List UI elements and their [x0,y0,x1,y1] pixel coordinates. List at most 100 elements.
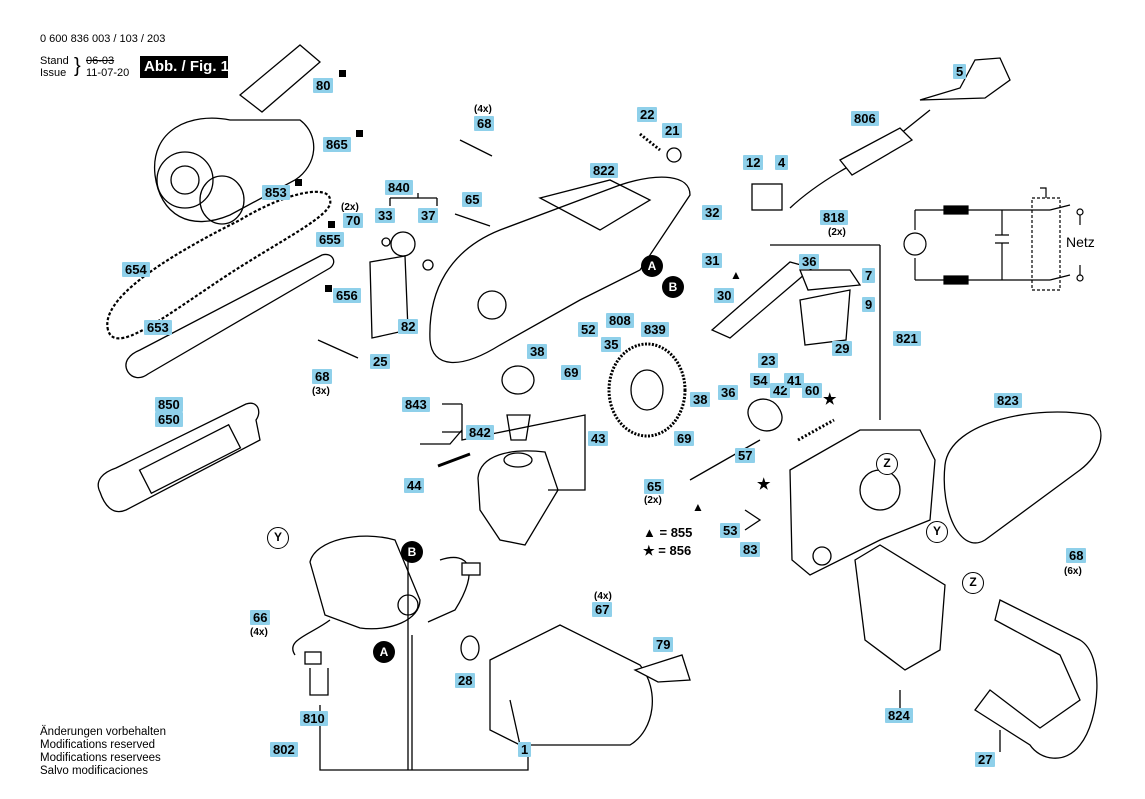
part-label-654: 654 [122,262,150,277]
figure-badge: Abb. / Fig. 1 [140,56,228,78]
part-label-31: 31 [702,253,723,268]
part-label-5: 5 [953,64,967,79]
armature-810 [309,535,421,630]
part-label-35: 35 [601,337,622,352]
connector-a [304,651,322,665]
part-label-22: 22 [637,107,658,122]
chain-guard-cover [238,44,321,113]
part-label-653: 653 [144,320,172,335]
triangle-marker-lever: ▲ [692,500,704,514]
ref-marker-a-lower: A [373,641,395,663]
part-label-60: 60 [802,383,823,398]
housing-822 [429,176,691,364]
part-label-25: 25 [370,354,391,369]
cable-sleeve-806 [839,127,914,176]
filter-842 [506,414,531,441]
part-label-37: 37 [418,208,439,223]
part-label-44: 44 [404,478,425,493]
motor-housing-1 [489,624,653,746]
spring-22 [639,132,661,152]
part-79 [633,654,691,683]
gear-839 [607,342,687,438]
part-label-823: 823 [994,393,1022,408]
part-label-802: 802 [270,742,298,757]
cover-823 [943,411,1102,544]
part-label-839: 839 [641,322,669,337]
screw-68 [459,139,493,157]
part-label-68-right: 68 [1066,548,1087,563]
part-label-80: 80 [313,78,334,93]
part-label-29: 29 [832,341,853,356]
part-label-57: 57 [735,448,756,463]
set-marker-656 [325,285,332,292]
qty-note-68-top: (4x) [474,104,492,115]
part-label-38-lower: 38 [690,392,711,407]
guide-bar-653 [125,253,335,379]
modification-note-fr: Modifications reservees [40,752,161,764]
triangle-marker-30: ▲ [730,268,742,282]
part-label-33: 33 [375,208,396,223]
part-label-30: 30 [714,288,735,303]
bracket-7 [799,269,862,291]
gear-840 [390,231,416,257]
modification-note-en: Modifications reserved [40,739,156,751]
ref-marker-y-left: Y [267,527,289,549]
part-label-21: 21 [662,123,683,138]
part-label-66: 66 [250,610,271,625]
part-label-23: 23 [758,353,779,368]
part-label-4: 4 [775,155,789,170]
legend-star-text: = 856 [658,543,692,558]
sprocket-853 [156,151,214,209]
set-marker-80 [339,70,346,77]
part-label-54: 54 [750,373,771,388]
circuit-diagram [903,187,1084,291]
brake-lever [689,439,761,481]
document-number: 0 600 836 003 / 103 / 203 [40,33,166,45]
part-label-69-upper: 69 [561,365,582,380]
part-label-843: 843 [402,397,430,412]
part-label-9: 9 [862,297,876,312]
legend-triangle-row: ▲ = 855 [643,525,692,540]
ref-marker-a-upper: A [641,255,663,277]
handle-824 [854,544,946,671]
qty-note-818: (2x) [828,227,846,238]
part-label-79: 79 [653,637,674,652]
qty-note-65: (2x) [644,495,662,506]
set-marker-655 [328,221,335,228]
part-label-650: 650 [155,412,183,427]
modification-note-de: Änderungen vorbehalten [40,726,166,738]
qty-note-68-right: (6x) [1064,566,1082,577]
part-label-67: 67 [592,602,613,617]
part-label-68-left: 68 [312,369,333,384]
stand-label: Stand [40,55,69,67]
part-label-36-lower: 36 [718,385,739,400]
switch-plate-9 [799,289,851,346]
part-label-65-lower: 65 [644,479,665,494]
qty-note-66: (4x) [250,627,268,638]
circuit-label: Netz [1066,234,1095,250]
brake-band-54 [747,398,783,432]
plug-5 [919,57,1011,101]
part-label-41: 41 [784,373,805,388]
set-marker-853 [295,179,302,186]
oil-tank [477,450,559,546]
legend-star-symbol: ★ [643,543,655,558]
spring-56 [797,418,835,442]
screw-65 [454,213,491,227]
connector-b [461,562,481,576]
part-label-36-upper: 36 [799,254,820,269]
part-label-850: 850 [155,397,183,412]
modification-note-es: Salvo modificaciones [40,765,149,777]
part-label-824: 824 [885,708,913,723]
legend-triangle-symbol: ▲ [643,525,656,540]
part-label-865: 865 [323,137,351,152]
part-label-821: 821 [893,331,921,346]
part-label-68-top: 68 [474,116,495,131]
bearing-28 [460,635,480,661]
part-label-806: 806 [851,111,879,126]
part-label-38-upper: 38 [527,344,548,359]
legend-triangle-text: = 855 [659,525,693,540]
part-label-27: 27 [975,752,996,767]
legend-star-row: ★ = 856 [643,543,691,559]
part-label-43: 43 [588,431,609,446]
